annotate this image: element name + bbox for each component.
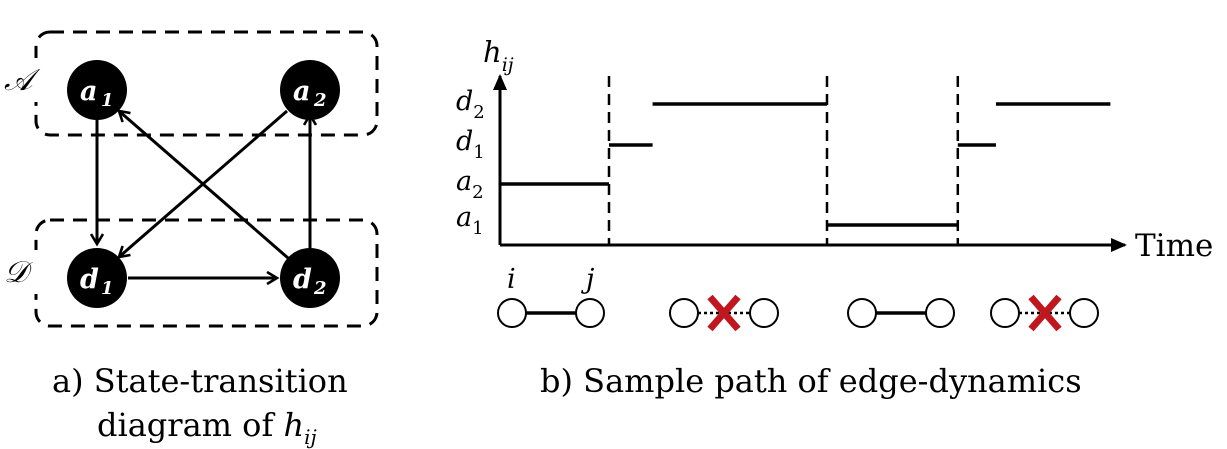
caption-a-var: h bbox=[283, 406, 304, 444]
edge-node-i bbox=[990, 298, 1020, 328]
active-group-box bbox=[34, 30, 379, 137]
node-d1-label: d bbox=[80, 264, 99, 295]
edge-node-j bbox=[925, 298, 955, 328]
edge-state-2 bbox=[669, 294, 779, 332]
y-axis-label: hij bbox=[483, 35, 514, 76]
node-a2: a 2 bbox=[280, 60, 340, 120]
edge-state-1: i j bbox=[497, 264, 605, 328]
level-labels: d2 d1 a2 a1 bbox=[456, 86, 485, 239]
transition-d2-to-a1 bbox=[119, 111, 289, 260]
caption-a-line1: a) State-transition bbox=[52, 362, 348, 400]
node-d1: d 1 bbox=[67, 248, 127, 308]
node-a1-label: a bbox=[80, 76, 98, 107]
node-a2-sub: 2 bbox=[313, 90, 327, 111]
switch-markers bbox=[607, 76, 960, 245]
x-axis-label: Time bbox=[1135, 228, 1213, 264]
node-d1-sub: 1 bbox=[101, 278, 114, 299]
edge-state-3 bbox=[847, 298, 955, 328]
edge-node-j-label: j bbox=[581, 264, 594, 295]
path-segments bbox=[500, 102, 1111, 227]
level-label-a2: a2 bbox=[456, 166, 484, 203]
disconnect-cross-icon bbox=[707, 294, 741, 332]
node-a1: a 1 bbox=[67, 60, 127, 120]
caption-a-line2: diagram of hij bbox=[97, 406, 317, 449]
sample-path-plot: hij Time d2 d1 a2 a1 i j bbox=[456, 35, 1213, 400]
node-a1-sub: 1 bbox=[101, 90, 114, 111]
edge-node-j bbox=[575, 298, 605, 328]
node-a2-label: a bbox=[293, 76, 311, 107]
state-transition-diagram: 𝒜 𝒟 a 1 a 2 d 1 d 2 a) Sta bbox=[2, 30, 379, 449]
level-label-d2: d2 bbox=[456, 86, 485, 123]
node-d2-sub: 2 bbox=[313, 278, 327, 299]
edge-state-4 bbox=[990, 294, 1099, 332]
level-label-a1: a1 bbox=[456, 202, 484, 239]
edge-node-i bbox=[497, 298, 527, 328]
level-label-d1: d1 bbox=[456, 126, 485, 163]
caption-a-line2-prefix: diagram of bbox=[97, 406, 283, 444]
edge-node-i bbox=[669, 298, 699, 328]
caption-b: b) Sample path of edge-dynamics bbox=[540, 362, 1082, 400]
edge-node-i bbox=[847, 298, 877, 328]
edge-node-j bbox=[749, 298, 779, 328]
disconnect-cross-icon bbox=[1028, 294, 1062, 332]
caption-a-var-sub: ij bbox=[304, 425, 317, 449]
node-d2-label: d bbox=[293, 264, 312, 295]
edge-node-j bbox=[1069, 298, 1099, 328]
edge-node-i-label: i bbox=[507, 264, 516, 295]
node-d2: d 2 bbox=[280, 248, 340, 308]
